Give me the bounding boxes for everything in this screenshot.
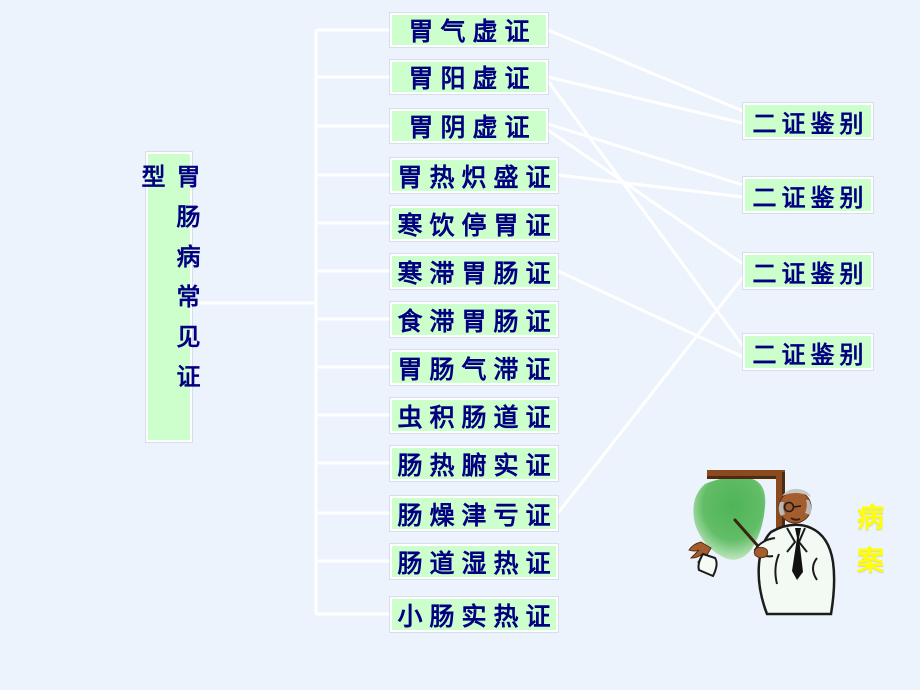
diagonal-link-8 xyxy=(557,269,744,359)
caption-case-record: 病案 xyxy=(852,503,883,589)
syndrome-node-3: 胃阴虚证 xyxy=(390,109,548,143)
syndrome-node-8: 胃肠气滞证 xyxy=(390,350,558,385)
hand-on-stick xyxy=(753,546,769,559)
syndrome-node-2: 胃阳虚证 xyxy=(390,60,548,94)
syndrome-node-4: 胃热炽盛证 xyxy=(390,158,558,193)
green-board xyxy=(693,476,766,560)
comparison-node-2: 二证鉴别 xyxy=(743,177,873,213)
syndrome-node-6: 寒滞胃肠证 xyxy=(390,254,558,289)
coat xyxy=(753,523,836,616)
tie xyxy=(792,528,803,580)
diagonal-link-3 xyxy=(547,122,744,187)
head xyxy=(778,488,812,524)
diagonal-link-4 xyxy=(557,173,744,199)
diagonal-link-6 xyxy=(556,276,745,514)
diagonal-link-7 xyxy=(546,80,745,347)
syndrome-node-7: 食滞胃肠证 xyxy=(390,302,558,337)
syndrome-node-1: 胃气虚证 xyxy=(390,13,548,47)
syndrome-node-5: 寒饮停胃证 xyxy=(390,206,558,241)
syndrome-node-12: 肠道湿热证 xyxy=(390,544,558,579)
comparison-node-4: 二证鉴别 xyxy=(743,334,873,370)
comparison-node-1: 二证鉴别 xyxy=(743,103,873,139)
diagonal-link-5 xyxy=(547,128,744,266)
diagonal-link-1 xyxy=(547,28,744,113)
syndrome-node-9: 虫积肠道证 xyxy=(390,398,558,433)
syndrome-node-10: 肠热腑实证 xyxy=(390,446,558,481)
teacher-with-board-clipart xyxy=(683,462,843,627)
diagonal-link-2 xyxy=(547,75,744,125)
board-frame-top xyxy=(707,470,785,478)
comparison-node-3: 二证鉴别 xyxy=(743,253,873,289)
syndrome-node-11: 肠燥津亏证 xyxy=(390,496,558,531)
root-node-gastrointestinal-syndromes: 胃肠病常见证型 xyxy=(137,152,200,442)
syndrome-node-13: 小肠实热证 xyxy=(390,597,558,632)
